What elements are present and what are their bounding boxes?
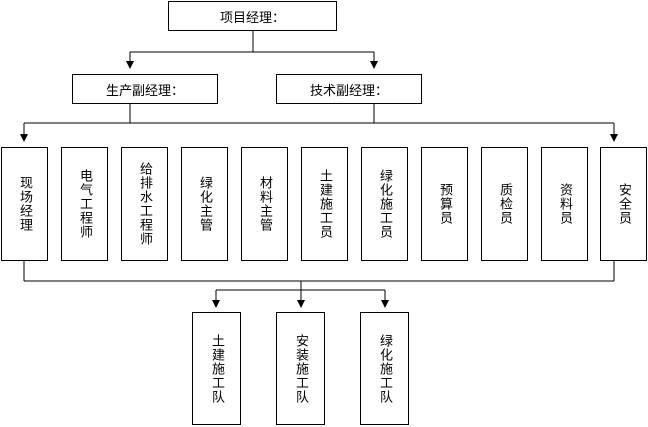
team-label: 土建施工队	[209, 333, 224, 404]
role-label: 预算员	[437, 183, 452, 225]
role-label: 现场经理	[17, 176, 32, 232]
role-box: 现场经理	[1, 147, 48, 261]
role-box: 安全员	[600, 147, 647, 261]
team-label: 绿化施工队	[377, 333, 392, 404]
role-box: 绿化主管	[181, 147, 228, 261]
role-label: 给排水工程师	[137, 162, 152, 246]
team-label: 安装施工队	[293, 333, 308, 404]
role-box: 给排水工程师	[121, 147, 168, 261]
role-box: 预算员	[421, 147, 468, 261]
role-box: 电气工程师	[61, 147, 108, 261]
production-deputy-box: 生产副经理：	[72, 74, 218, 104]
project-manager-label: 项目经理：	[219, 10, 285, 26]
production-deputy-label: 生产副经理：	[105, 83, 184, 99]
role-box: 材料主管	[241, 147, 288, 261]
role-label: 绿化施工员	[377, 169, 392, 239]
team-box: 土建施工队	[192, 312, 241, 425]
role-label: 质检员	[497, 183, 512, 225]
role-box: 绿化施工员	[361, 147, 408, 261]
team-box: 绿化施工队	[360, 312, 409, 425]
role-box: 资料员	[541, 147, 588, 261]
technical-deputy-box: 技术副经理：	[276, 74, 422, 104]
role-label: 材料主管	[257, 176, 272, 232]
role-box: 土建施工员	[301, 147, 348, 261]
role-label: 绿化主管	[197, 176, 212, 232]
role-box: 质检员	[481, 147, 528, 261]
role-label: 安全员	[616, 183, 631, 225]
technical-deputy-label: 技术副经理：	[309, 83, 388, 99]
role-label: 土建施工员	[317, 169, 332, 239]
role-label: 电气工程师	[77, 169, 92, 239]
role-label: 资料员	[557, 183, 572, 225]
project-manager-box: 项目经理：	[168, 1, 337, 31]
team-box: 安装施工队	[276, 312, 325, 425]
